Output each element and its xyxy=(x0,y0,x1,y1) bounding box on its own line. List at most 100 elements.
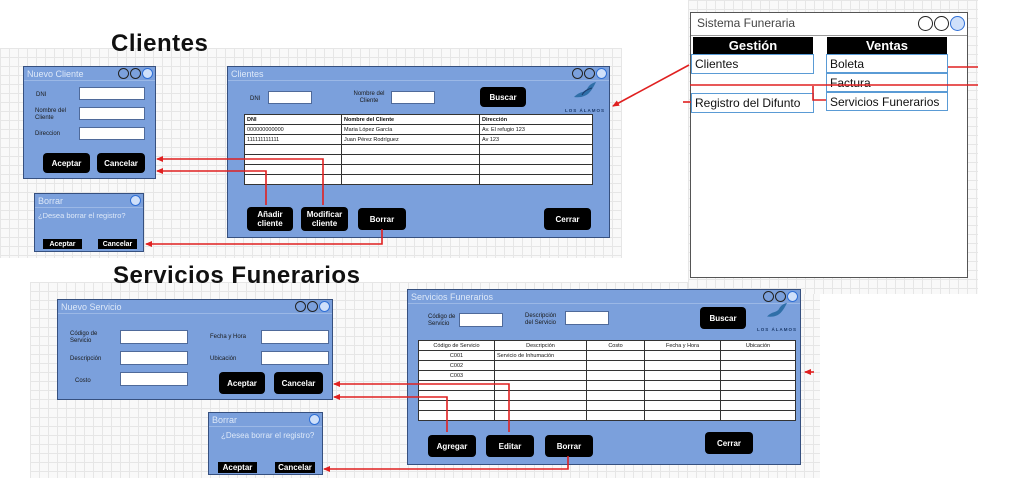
table-cell xyxy=(720,390,796,401)
table-row[interactable] xyxy=(418,380,796,391)
table-row[interactable]: C003 xyxy=(418,370,796,381)
maximize-icon[interactable] xyxy=(307,301,318,312)
direccion-label: Direccion xyxy=(35,131,61,137)
menu-item-boleta[interactable]: Boleta xyxy=(826,54,948,73)
table-cell xyxy=(720,400,796,411)
buscar-button[interactable]: Buscar xyxy=(480,87,526,107)
descripcion-field[interactable] xyxy=(120,351,188,365)
dni-search-field[interactable] xyxy=(268,91,312,104)
column-header[interactable]: Nombre del Cliente xyxy=(341,114,480,125)
table-cell xyxy=(341,154,480,165)
ubicacion-field[interactable] xyxy=(261,351,329,365)
minimize-icon[interactable] xyxy=(918,16,933,31)
table-row[interactable] xyxy=(244,144,593,155)
menu-item-servicios-funerarios[interactable]: Servicios Funerarios xyxy=(826,92,948,111)
dni-field[interactable] xyxy=(79,87,145,100)
table-cell xyxy=(494,390,587,401)
table-row[interactable] xyxy=(244,154,593,165)
table-cell xyxy=(586,400,645,411)
minimize-icon[interactable] xyxy=(763,291,774,302)
aceptar-button[interactable]: Aceptar xyxy=(218,462,257,473)
close-icon[interactable] xyxy=(950,16,965,31)
borrar-message: ¿Desea borrar el registro? xyxy=(221,431,315,440)
table-cell xyxy=(644,370,721,381)
buscar-button[interactable]: Buscar xyxy=(700,307,746,329)
editar-button[interactable]: Editar xyxy=(486,435,534,457)
column-header[interactable]: Ubicación xyxy=(720,340,796,351)
table-row[interactable] xyxy=(418,410,796,421)
servicios-heading: Servicios Funerarios xyxy=(113,262,361,289)
nombre-label: Nombre del Cliente xyxy=(35,108,67,121)
column-header[interactable]: Costo xyxy=(586,340,645,351)
maximize-icon[interactable] xyxy=(584,68,595,79)
maximize-icon[interactable] xyxy=(775,291,786,302)
column-header[interactable]: Código de Servicio xyxy=(418,340,495,351)
menu-item-factura[interactable]: Factura xyxy=(826,73,948,92)
descripcion-search-field[interactable] xyxy=(565,311,609,325)
logo: LOS ÁLAMOS xyxy=(563,81,607,113)
aceptar-button[interactable]: Aceptar xyxy=(219,372,265,394)
direccion-field[interactable] xyxy=(79,127,145,140)
table-cell xyxy=(418,400,495,411)
minimize-icon[interactable] xyxy=(572,68,583,79)
minimize-icon[interactable] xyxy=(295,301,306,312)
nuevo-servicio-title: Nuevo Servicio xyxy=(61,302,122,312)
close-icon[interactable] xyxy=(130,195,141,206)
column-header[interactable]: Dirección xyxy=(479,114,593,125)
servicios-window: Servicios Funerarios Código de Servicio … xyxy=(407,289,801,465)
borrar-button[interactable]: Borrar xyxy=(358,208,406,230)
table-row[interactable] xyxy=(418,390,796,401)
anadir-cliente-button[interactable]: Añadir cliente xyxy=(247,207,293,231)
minimize-icon[interactable] xyxy=(118,68,129,79)
table-cell: Av. El refugio 123 xyxy=(479,124,593,135)
nombre-search-field[interactable] xyxy=(391,91,435,104)
table-cell xyxy=(341,144,480,155)
nombre-field[interactable] xyxy=(79,107,145,120)
codigo-field[interactable] xyxy=(120,330,188,344)
column-header[interactable]: Descripción xyxy=(494,340,587,351)
close-icon[interactable] xyxy=(309,414,320,425)
table-row[interactable] xyxy=(244,164,593,175)
cancelar-button[interactable]: Cancelar xyxy=(275,462,315,473)
costo-field[interactable] xyxy=(120,372,188,386)
cerrar-button[interactable]: Cerrar xyxy=(544,208,591,230)
aceptar-button[interactable]: Aceptar xyxy=(43,239,82,249)
modificar-cliente-button[interactable]: Modificar cliente xyxy=(301,207,348,231)
codigo-search-field[interactable] xyxy=(459,313,503,327)
clientes-window-title: Clientes xyxy=(231,69,264,79)
table-cell: C002 xyxy=(418,360,495,371)
table-row[interactable] xyxy=(244,174,593,185)
cancelar-button[interactable]: Cancelar xyxy=(98,239,137,249)
close-icon[interactable] xyxy=(142,68,153,79)
column-header[interactable]: Fecha y Hora xyxy=(644,340,721,351)
close-icon[interactable] xyxy=(787,291,798,302)
borrar-button[interactable]: Borrar xyxy=(545,435,593,457)
cancelar-button[interactable]: Cancelar xyxy=(274,372,323,394)
table-cell xyxy=(720,360,796,371)
table-cell: 111111111111 xyxy=(244,134,342,145)
maximize-icon[interactable] xyxy=(934,16,949,31)
column-header[interactable]: DNI xyxy=(244,114,342,125)
nuevo-cliente-window: Nuevo Cliente DNI Nombre del Cliente Dir… xyxy=(23,66,156,179)
menu-item-registro-difunto[interactable]: Registro del Difunto xyxy=(691,93,814,113)
cancelar-button[interactable]: Cancelar xyxy=(97,153,145,173)
cerrar-button[interactable]: Cerrar xyxy=(705,432,753,454)
table-row[interactable] xyxy=(418,400,796,411)
table-cell: C003 xyxy=(418,370,495,381)
close-icon[interactable] xyxy=(319,301,330,312)
agregar-button[interactable]: Agregar xyxy=(428,435,476,457)
fecha-field[interactable] xyxy=(261,330,329,344)
maximize-icon[interactable] xyxy=(130,68,141,79)
table-row[interactable]: C002 xyxy=(418,360,796,371)
borrar-message: ¿Desea borrar el registro? xyxy=(38,211,126,220)
close-icon[interactable] xyxy=(596,68,607,79)
aceptar-button[interactable]: Aceptar xyxy=(43,153,90,173)
servicios-table: Código de Servicio Descripción Costo Fec… xyxy=(418,340,796,421)
table-cell xyxy=(586,390,645,401)
fecha-label: Fecha y Hora xyxy=(210,334,247,340)
menu-item-clientes[interactable]: Clientes xyxy=(691,54,814,74)
table-cell: Av 123 xyxy=(479,134,593,145)
